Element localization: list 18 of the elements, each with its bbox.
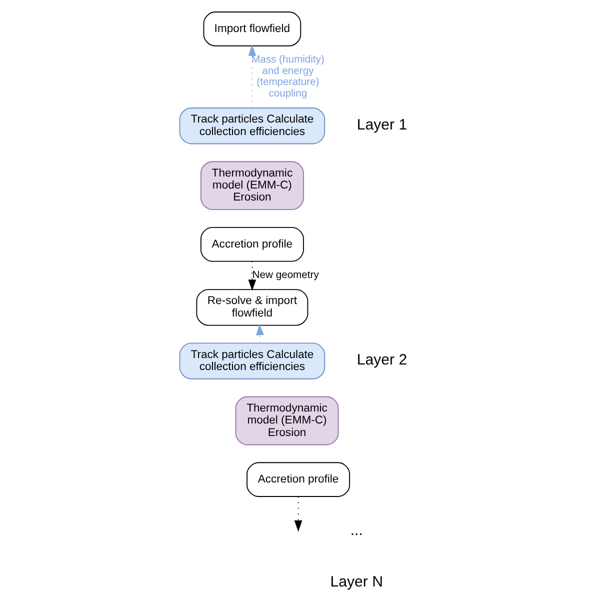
node-box: Import flowfield bbox=[203, 12, 302, 46]
arrow bbox=[248, 260, 256, 291]
arrow bbox=[294, 496, 302, 532]
node-box: Accretion profile bbox=[200, 226, 304, 262]
label: Layer N bbox=[330, 574, 383, 591]
arrow bbox=[256, 324, 264, 344]
node-box: Thermodynamic model (EMM-C) Erosion bbox=[200, 161, 304, 210]
edge-label: Mass (humidity) and energy (temperature) coupling bbox=[252, 54, 324, 100]
node-box: Accretion profile bbox=[246, 462, 350, 497]
node-box: Track particles Calculate collection efficiencies bbox=[179, 342, 326, 380]
node-box: Thermodynamic model (EMM-C) Erosion bbox=[235, 396, 339, 446]
label: Layer 1 bbox=[356, 116, 408, 134]
node-box: Track particles Calculate collection efficiencies bbox=[179, 108, 326, 144]
arrow bbox=[248, 44, 256, 108]
node-box: Re-solve & import flowfield bbox=[196, 289, 308, 326]
label: ... bbox=[350, 522, 363, 539]
label: Layer 2 bbox=[356, 352, 408, 369]
edge-label: New geometry bbox=[252, 270, 319, 282]
